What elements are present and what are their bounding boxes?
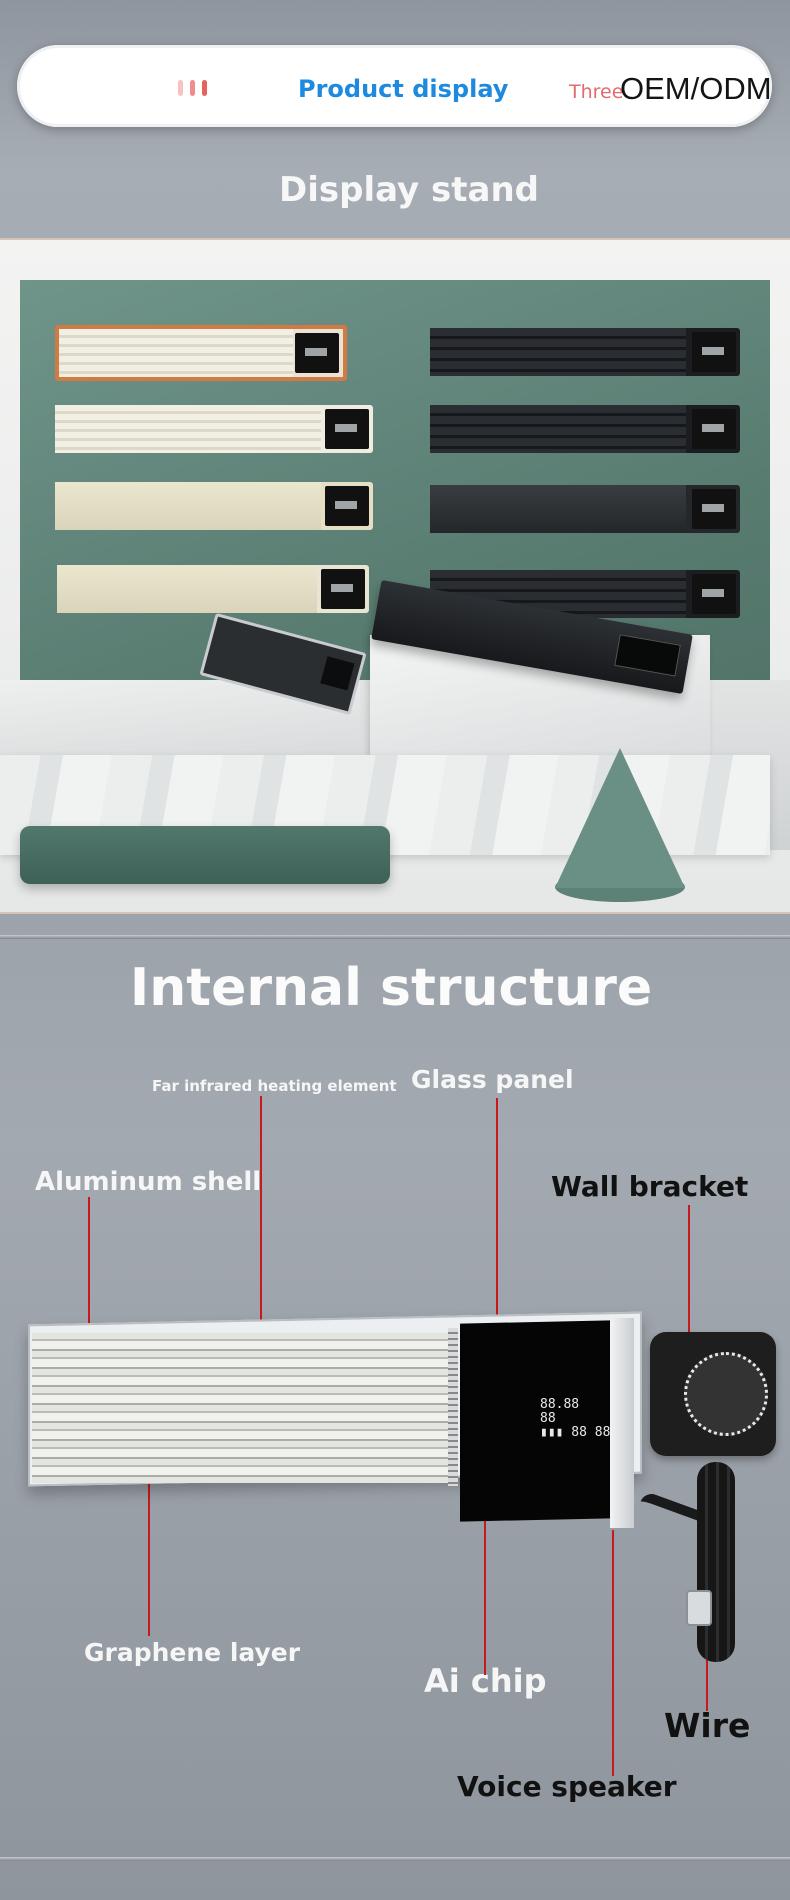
heater-sample-black-4	[430, 570, 740, 618]
green-cone	[555, 748, 685, 888]
leader-line-aluminum-shell	[88, 1197, 90, 1332]
label-wall-bracket: Wall bracket	[551, 1170, 749, 1203]
leader-line-far-infrared	[260, 1096, 262, 1324]
leader-line-wall-bracket	[688, 1205, 690, 1340]
heater-sample-black-3	[430, 485, 740, 533]
divider	[0, 935, 790, 939]
bracket-ring	[684, 1352, 768, 1436]
heater-sample-black-2	[430, 405, 740, 453]
nav-three-label: Three	[569, 81, 624, 103]
heater-sample-white-ribbed	[55, 405, 373, 453]
leader-line-glass-panel	[496, 1098, 498, 1318]
internal-structure-title: Internal structure	[129, 958, 653, 1018]
leader-line-graphene-layer	[148, 1456, 150, 1636]
nav-title[interactable]: Product display	[298, 75, 509, 103]
leader-line-voice-speaker	[612, 1530, 614, 1776]
heater-sample-black-1	[430, 328, 740, 376]
display-stand-title: Display stand	[279, 170, 539, 210]
unit-end-cap	[610, 1318, 634, 1528]
top-nav-pill	[17, 45, 772, 127]
heating-element-strip	[448, 1328, 458, 1486]
label-glass-panel: Glass panel	[411, 1065, 574, 1094]
label-far-infrared: Far infrared heating element	[152, 1077, 397, 1095]
dots-icon	[178, 80, 207, 96]
leader-line-ai-chip	[484, 1515, 486, 1675]
label-wire: Wire	[664, 1706, 751, 1745]
heater-sample-beige	[57, 565, 369, 613]
label-voice-speaker: Voice speaker	[457, 1770, 677, 1803]
label-aluminum-shell: Aluminum shell	[35, 1167, 262, 1197]
coiled-wire	[697, 1462, 735, 1662]
green-display-wall	[20, 280, 770, 820]
graphene-fins	[32, 1333, 454, 1483]
plug-icon	[686, 1590, 712, 1626]
heater-sample-orange-frame	[55, 325, 347, 381]
green-block	[20, 826, 390, 884]
leader-line-wire	[706, 1655, 708, 1711]
label-graphene-layer: Graphene layer	[84, 1638, 301, 1667]
showroom-photo	[0, 238, 790, 914]
divider-bottom	[0, 1857, 790, 1861]
heater-sample-cream	[55, 482, 373, 530]
nav-oem-label: OEM/ODM	[620, 71, 772, 106]
